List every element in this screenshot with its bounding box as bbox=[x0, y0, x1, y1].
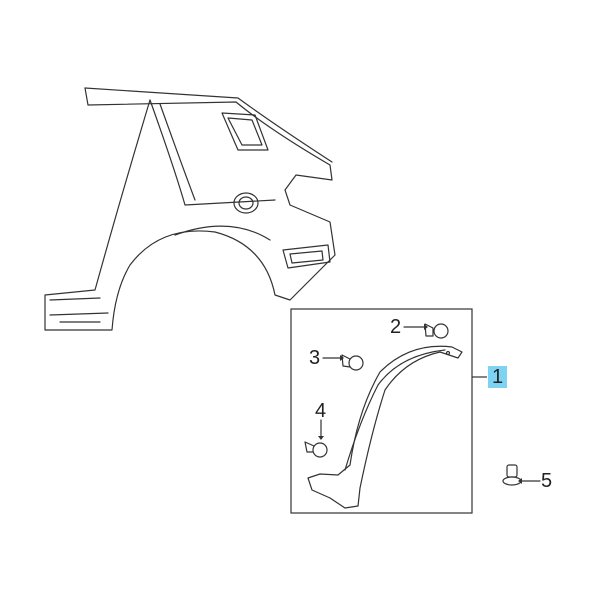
wheel-arch-molding bbox=[307, 345, 463, 509]
clip-4-icon bbox=[304, 419, 328, 458]
callout-4[interactable]: 4 bbox=[315, 400, 327, 422]
kit-box bbox=[290, 308, 473, 514]
clip-2-icon bbox=[403, 323, 449, 339]
clip-5-icon bbox=[502, 464, 541, 486]
callout-2[interactable]: 2 bbox=[390, 316, 402, 338]
callout-3[interactable]: 3 bbox=[309, 347, 321, 369]
callout-5[interactable]: 5 bbox=[541, 470, 553, 492]
callout-1[interactable]: 1 bbox=[488, 366, 508, 388]
quarter-panel-illustration bbox=[44, 87, 336, 331]
clip-3-icon bbox=[322, 354, 364, 371]
